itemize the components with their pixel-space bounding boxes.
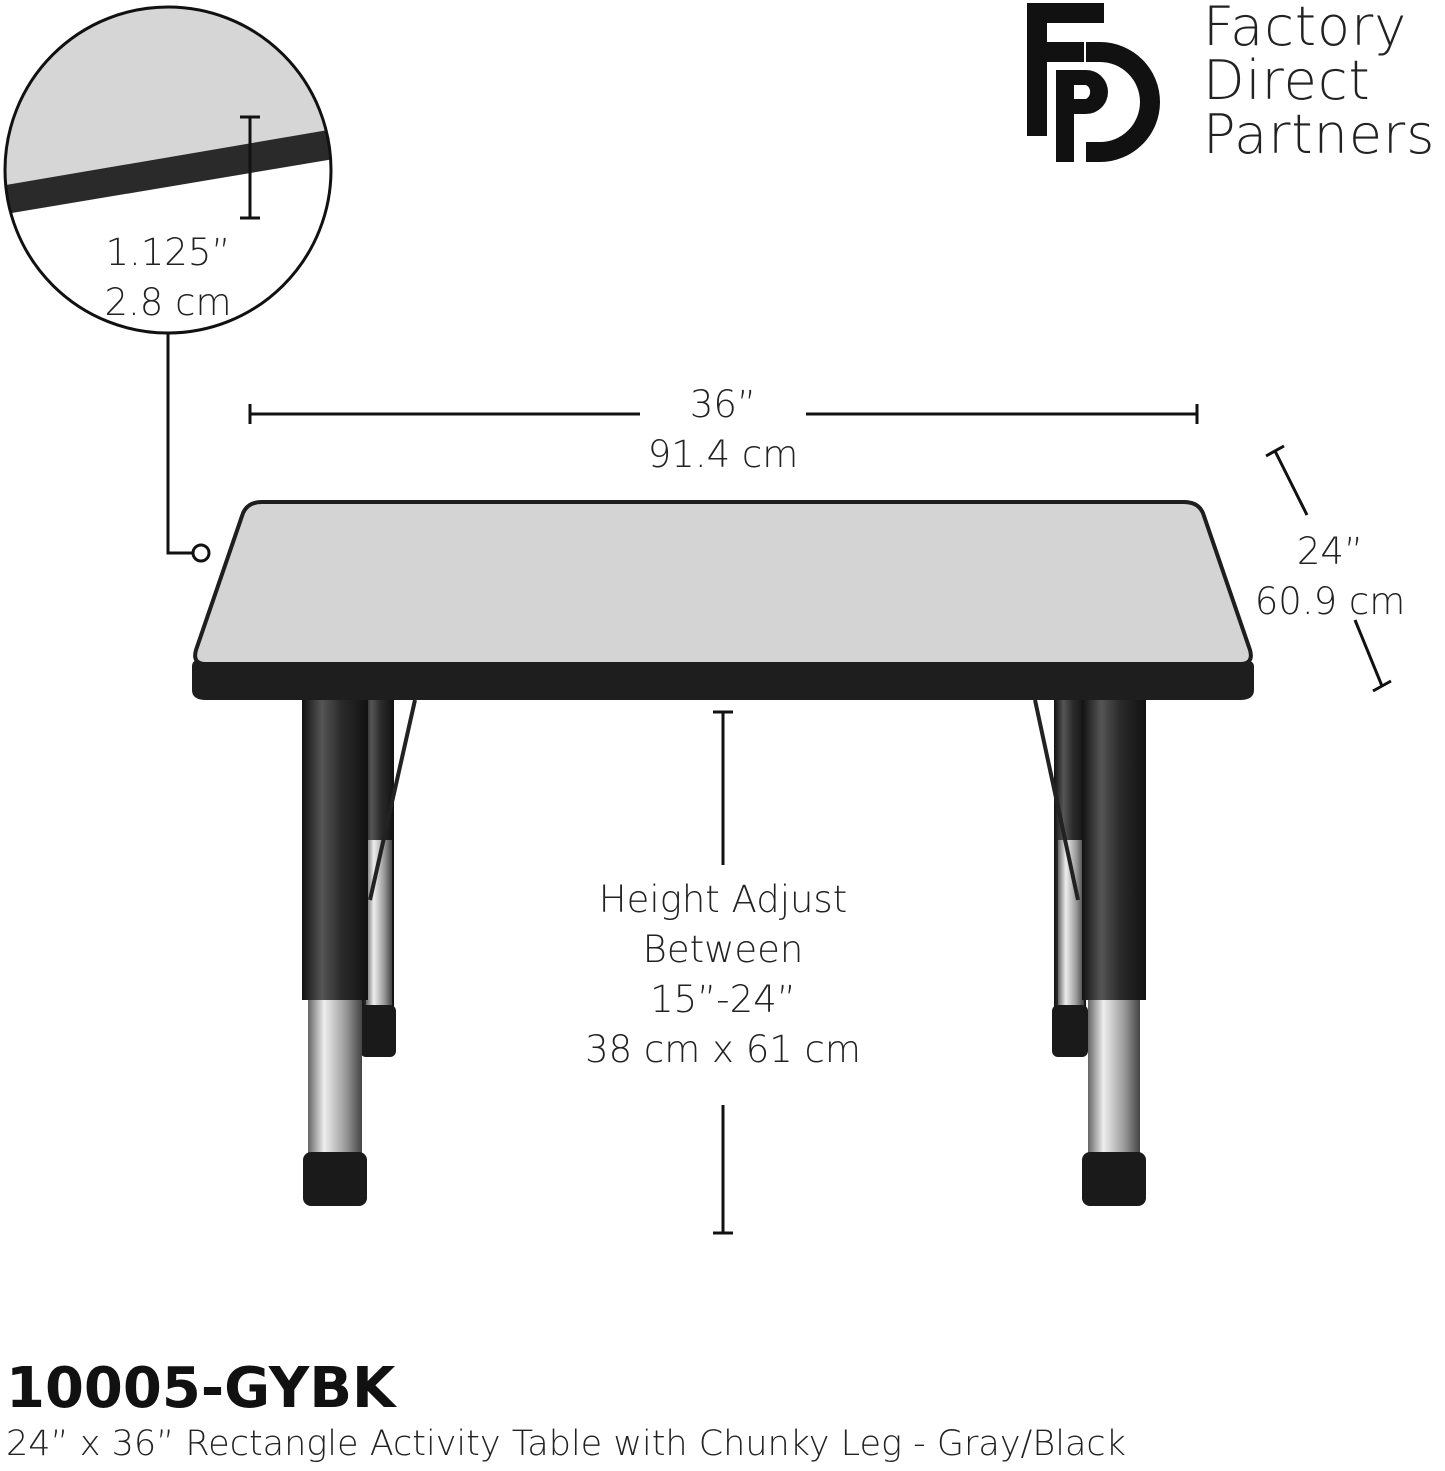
brand-name-line: Partners [1203,103,1436,166]
height-line: 15”-24” [650,978,796,1021]
back-left-leg [360,699,417,1057]
front-right-leg [1082,695,1146,1206]
depth-label: 24” 60.9 cm [1230,527,1430,627]
product-sku: 10005-GYBK [6,1356,396,1421]
edge-thickness-cm: 2.8 cm [104,281,232,324]
height-label: Height Adjust Between 15”-24” 38 cm x 61… [523,875,923,1075]
width-cm: 91.4 cm [647,433,799,476]
product-description: 24” x 36” Rectangle Activity Table with … [6,1424,1126,1464]
edge-thickness-marker [240,115,260,220]
depth-dimension-line [1265,444,1392,693]
edge-thickness-inches: 1.125” [105,231,231,274]
height-line: 38 cm x 61 cm [585,1028,861,1071]
width-label: 36” 91.4 cm [623,380,823,480]
width-inches: 36” [689,383,757,426]
depth-cm: 60.9 cm [1254,580,1406,623]
brand-logo-mark [1027,3,1160,162]
height-line: Height Adjust [598,878,848,921]
height-line: Between [642,928,804,971]
back-right-leg [1033,699,1088,1057]
width-dimension-line [248,404,1199,424]
height-dimension-line [713,710,733,1235]
callout-leader [166,333,193,555]
edge-thickness-label: 1.125” 2.8 cm [68,228,268,328]
edge-detail-inset [3,5,333,563]
tabletop [192,500,1254,700]
front-left-leg [302,695,368,1206]
brand-name-line: Direct [1203,49,1371,112]
brand-name: Factory Direct Partners [1203,0,1435,162]
callout-dot [191,543,211,563]
brand-name-line: Factory [1203,0,1408,58]
depth-inches: 24” [1296,530,1364,573]
